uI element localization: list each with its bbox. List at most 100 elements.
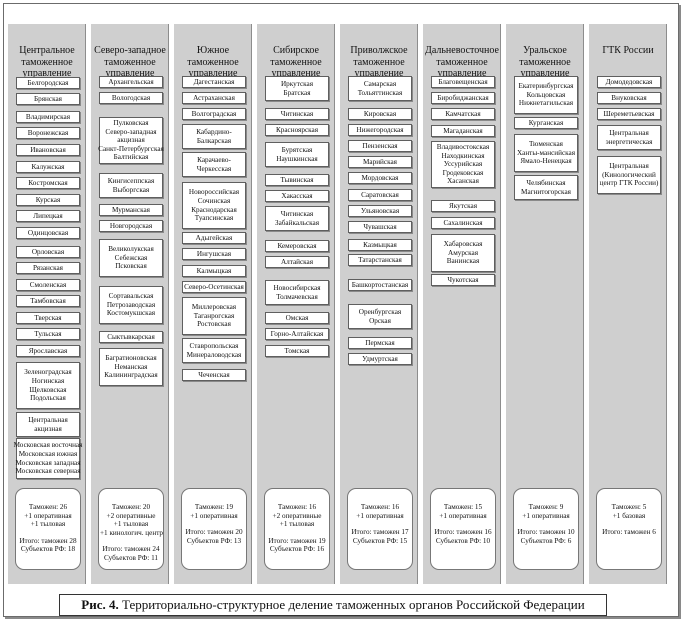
column-title-line: управление [354, 68, 404, 79]
summary-line: Таможен: 5 [611, 503, 647, 511]
customs-office-name: Благовещенская [438, 77, 488, 86]
customs-office-name: Чеченская [198, 370, 230, 379]
column-title-line: управление [437, 68, 487, 79]
customs-office-name: Щелковская [29, 385, 67, 394]
customs-office-name: Санкт-Петербургская [98, 144, 164, 153]
customs-office-name: Северо-западная [105, 127, 157, 136]
customs-office-name: Наушкинская [276, 154, 318, 163]
customs-office-name: Алтайская [280, 257, 314, 266]
column-title-line: управление [105, 68, 155, 79]
customs-office-box: Ульяновская [348, 205, 412, 217]
customs-office-name: Тюменская [529, 140, 563, 149]
customs-office-box: Орловская [16, 246, 80, 258]
customs-office-box: Пермская [348, 337, 412, 349]
customs-office-name: Башкортостанская [351, 280, 409, 289]
column-title-line: Южное [196, 45, 230, 56]
customs-office-name: Балкарская [196, 136, 232, 145]
summary-line: Субъектов РФ: 15 [352, 536, 408, 545]
customs-office-box: Ивановская [16, 144, 80, 156]
column-title-line: управление [271, 68, 321, 79]
customs-office-name: Липецкая [33, 211, 63, 220]
customs-office-box: Читинская [265, 108, 329, 120]
customs-office-name: Иркутская [280, 79, 314, 88]
customs-office-box: Северо-Осетинская [182, 281, 246, 293]
summary-line: Таможен: 19 [194, 503, 234, 511]
customs-office-name: Омская [285, 313, 309, 322]
summary-gap [432, 520, 494, 528]
customs-office-name: Новгородская [109, 221, 153, 230]
customs-office-name: Марийская [363, 157, 397, 166]
customs-office-name: Внуковская [611, 93, 647, 102]
customs-office-box: Чувашская [348, 221, 412, 233]
summary-gap [515, 520, 577, 528]
customs-office-name: Таганрогская [193, 311, 235, 320]
summary-line: +1 базовая [612, 511, 646, 520]
customs-office-box: Костромская [16, 177, 80, 189]
customs-office-name: Подольская [30, 394, 66, 403]
customs-office-name: Уссурийская [443, 160, 483, 169]
customs-office-name: Домодедовская [605, 77, 653, 86]
customs-office-name: Ставропольская [189, 341, 239, 350]
customs-office-box: Нижегородская [348, 124, 412, 136]
customs-office-name: энергетическая [605, 137, 653, 146]
column-title-line: таможенное [187, 56, 239, 68]
customs-office-name: Неманская [114, 362, 148, 371]
customs-office-box: Воронежская [16, 127, 80, 139]
customs-office-name: Казмыцкая [363, 240, 397, 249]
customs-office-name: Мурманская [112, 205, 150, 214]
customs-office-name: Красноярская [275, 125, 319, 134]
customs-office-box: Астраханская [182, 92, 246, 104]
column-title-line: Сибирское [273, 45, 319, 56]
summary-line: Итого: таможен 17 [351, 528, 409, 537]
customs-office-box: Новгородская [99, 220, 163, 232]
customs-office-name: Тамбовская [30, 296, 66, 305]
column-title-line: управление [520, 68, 570, 79]
customs-office-name: Белгородская [27, 78, 69, 87]
customs-office-name: Гродековская [442, 168, 484, 177]
customs-office-box: Вологодская [99, 92, 163, 104]
customs-office-name: Ногинская [31, 376, 65, 385]
customs-office-name: Московская восточная [13, 441, 83, 450]
customs-office-name: Калининградская [104, 371, 158, 380]
customs-office-box: Адыгейская [182, 232, 246, 244]
customs-office-name: Рязанская [33, 263, 63, 272]
column-title-line: Дальневосточное [425, 45, 499, 56]
summary-line: Таможен: 16 [360, 503, 400, 511]
customs-office-name: Астраханская [193, 93, 235, 102]
customs-office-name: Владивостокская [436, 143, 490, 152]
customs-office-name: Сочинская [197, 196, 231, 205]
customs-office-name: Адыгейская [195, 233, 233, 242]
customs-office-box: Сахалинская [431, 217, 495, 229]
summary-line: +1 оперативная [24, 511, 72, 520]
customs-office-box: Омская [265, 312, 329, 324]
customs-office-name: Оренбургская [358, 307, 402, 316]
customs-office-box: Курская [16, 194, 80, 206]
customs-office-name: Братская [283, 88, 311, 97]
customs-office-box: Алтайская [265, 256, 329, 268]
customs-office-name: Ямало-Ненецкая [520, 157, 572, 166]
figure-label: Рис. 4. [81, 597, 119, 612]
customs-office-name: Тверская [34, 313, 62, 322]
summary-line: Субъектов РФ: 11 [104, 553, 158, 562]
customs-office-name: Пермская [365, 338, 395, 347]
customs-office-name: Вологодская [111, 93, 151, 102]
summary-line: Итого: таможен 6 [602, 528, 656, 537]
